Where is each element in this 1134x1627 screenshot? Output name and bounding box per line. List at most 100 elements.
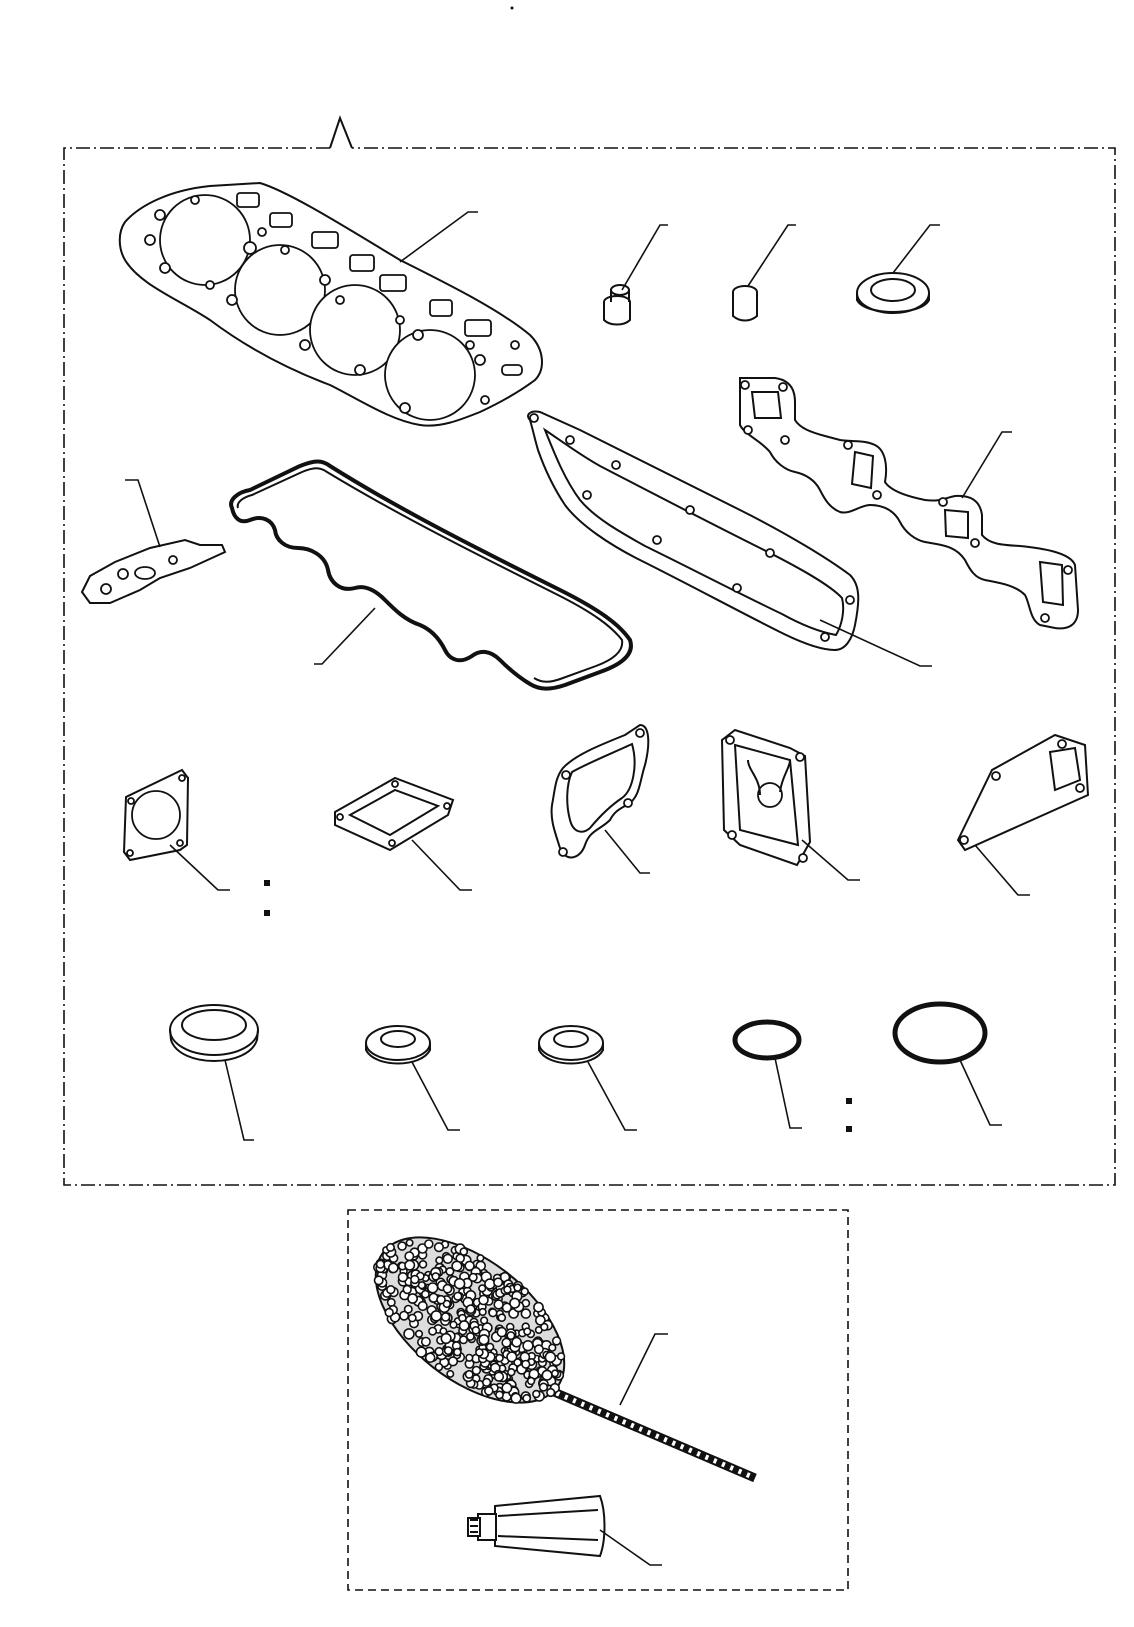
brush-bead [551, 1336, 562, 1346]
brush-bead [420, 1289, 430, 1299]
valve-stem-seal [603, 284, 631, 326]
brush-bead [550, 1369, 559, 1378]
intake-manifold-gasket [527, 410, 860, 652]
brush-bead [446, 1369, 455, 1378]
brush-bead [471, 1365, 482, 1376]
brush-bead [386, 1284, 396, 1295]
brush-bead [538, 1382, 549, 1392]
cover-gasket [720, 728, 812, 867]
brush-bead [520, 1308, 532, 1319]
brush-bead [427, 1282, 439, 1294]
brush-bead [521, 1359, 531, 1369]
brush-bead [447, 1356, 459, 1367]
brush-bead [405, 1238, 414, 1247]
brush-bead [465, 1304, 476, 1315]
leader-line [169, 844, 230, 891]
brush-bead [485, 1342, 495, 1352]
leader-line [621, 224, 668, 291]
brush-bead [442, 1283, 453, 1294]
brush-bead [533, 1301, 544, 1313]
brush-bead [384, 1307, 394, 1318]
brush-bead [430, 1310, 443, 1322]
brush-bead [511, 1336, 522, 1348]
bushing [732, 285, 758, 322]
brush-bead [407, 1293, 418, 1304]
brush-bead [420, 1336, 431, 1347]
brush-bead [526, 1376, 536, 1386]
brush-bead [397, 1271, 409, 1283]
leader-line [587, 1061, 637, 1131]
brush-bead [453, 1291, 463, 1301]
brush-bead [404, 1251, 415, 1262]
brush-bead [423, 1239, 434, 1249]
brush-bead [464, 1369, 474, 1379]
leader-line [959, 1059, 1002, 1126]
brush-bead [510, 1392, 522, 1404]
leader-line [125, 479, 161, 548]
brush-bead [435, 1256, 444, 1265]
brush-bead [483, 1386, 494, 1396]
brush-bead [509, 1297, 521, 1309]
brush-bead [459, 1247, 469, 1256]
brush-bead [497, 1313, 507, 1322]
brush-bead [471, 1326, 481, 1335]
marker-dot [846, 1098, 852, 1104]
brush-bead [404, 1259, 416, 1271]
leader-line [961, 431, 1012, 499]
brush-bead [522, 1393, 532, 1403]
leader-line [224, 1059, 254, 1141]
brush-bead [478, 1334, 490, 1346]
brush-bead [503, 1285, 512, 1294]
cylinder-hone-brush [373, 1236, 757, 1483]
brush-bead [523, 1327, 532, 1336]
sealing-washer-small [538, 1025, 604, 1065]
brush-bead [495, 1353, 504, 1363]
brush-bead [458, 1335, 468, 1345]
brush-bead [403, 1304, 413, 1314]
brush-bead [417, 1281, 426, 1290]
brush-bead [501, 1382, 513, 1394]
brush-bead [506, 1331, 516, 1341]
leader-line [599, 1529, 662, 1566]
brush-bead [417, 1300, 428, 1312]
marker-dot [264, 880, 270, 886]
brush-bead [440, 1332, 452, 1345]
brush-bead [418, 1260, 428, 1269]
brush-bead [453, 1347, 462, 1357]
exhaust-manifold-gasket [739, 377, 1080, 630]
sealing-washer-large [169, 1004, 259, 1062]
brush-bead [453, 1277, 466, 1290]
brush-bead [402, 1284, 412, 1295]
brush-bead [449, 1320, 458, 1329]
leader-line [892, 224, 940, 274]
brush-bead [468, 1272, 478, 1282]
gasket-kit-frame [63, 147, 1116, 1186]
brush-bead [451, 1260, 463, 1272]
lubricant-tube [467, 1494, 606, 1558]
water-pump-gasket [550, 723, 650, 859]
brush-bead [540, 1322, 549, 1332]
brush-bead [443, 1346, 453, 1356]
brush-bead [546, 1387, 556, 1398]
brush-bead [385, 1242, 395, 1252]
cylinder-head-gasket [118, 181, 543, 427]
leader-line [747, 224, 796, 287]
brush-bead [465, 1332, 475, 1341]
marker-dot [264, 910, 270, 916]
brush-bead [431, 1272, 441, 1281]
brush-bead [513, 1283, 522, 1292]
frame-pointer [329, 115, 353, 149]
brush-bead [520, 1287, 529, 1296]
brush-bead [496, 1326, 508, 1338]
brush-bead [507, 1367, 516, 1377]
brush-bead [488, 1308, 498, 1318]
brush-bead [501, 1302, 513, 1313]
brush-bead [478, 1294, 489, 1306]
brush-bead [458, 1320, 470, 1332]
brush-bead [424, 1352, 436, 1363]
brush-bead [373, 1275, 384, 1286]
brush-bead [403, 1328, 415, 1340]
brush-bead [493, 1277, 504, 1288]
leader-line [819, 619, 932, 667]
brush-bead [533, 1344, 544, 1355]
